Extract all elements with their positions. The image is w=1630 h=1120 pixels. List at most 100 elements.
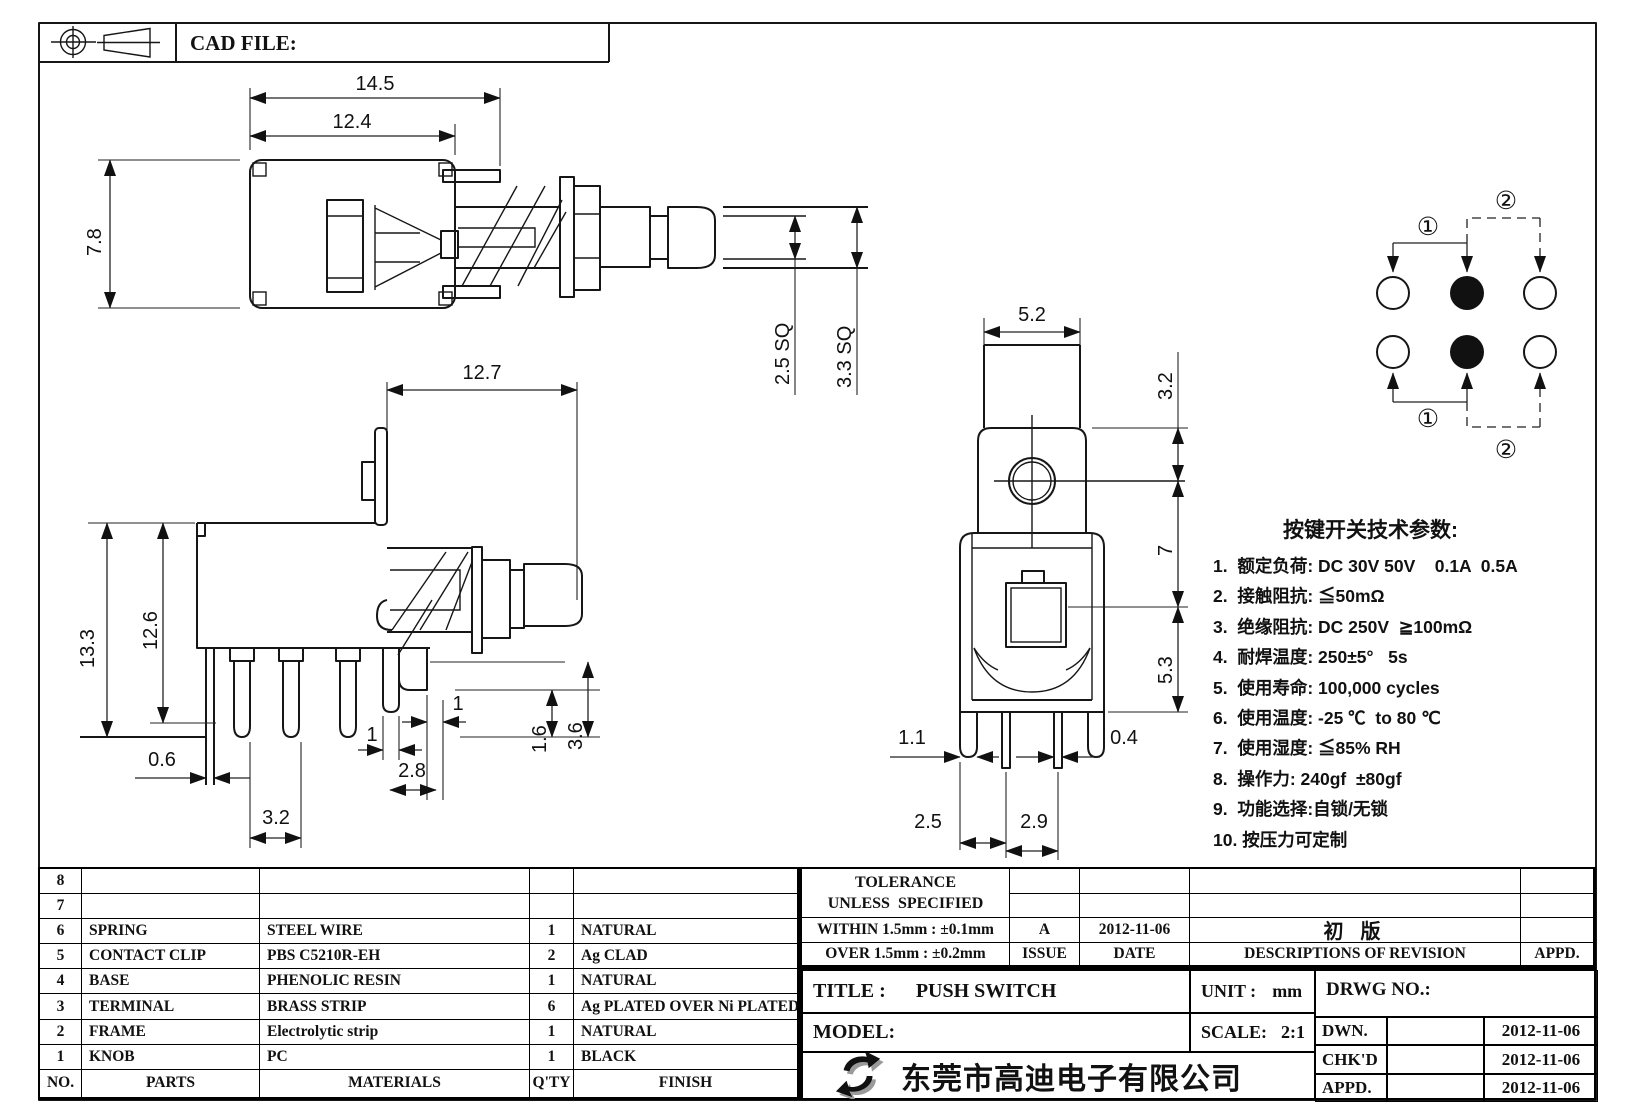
spec-item: 10. 按压力可定制 [1213,829,1348,850]
part-material [260,894,530,920]
part-name: FRAME [82,1019,260,1045]
part-qty: 1 [530,1044,574,1070]
model-label: MODEL: [813,1021,896,1043]
part-no: 2 [40,1019,82,1045]
col-header-no: NO. [40,1069,82,1098]
tolerance-within: WITHIN 1.5mm : ±0.1mm [802,918,1010,943]
pole1-top-label: ① [1417,213,1439,241]
pole2-bottom-label: ② [1495,436,1517,464]
circuit-diagram: ① ② ① ② [1376,187,1557,464]
sign-value [1387,1017,1484,1046]
dim-h-a: 1.6 [529,725,551,753]
rev-cell [1010,893,1080,918]
spec-item: 4. 耐焊温度: 250±5° 5s [1213,647,1408,668]
tolerance-note: TOLERANCE UNLESS SPECIFIED [802,869,1010,918]
dim-pin-pitch: 3.2 [262,807,290,829]
part-finish: Ag CLAD [574,944,798,970]
part-no: 5 [40,944,82,970]
model-row: MODEL: [802,1013,1190,1052]
left-view: 12.7 13.3 12.6 0.6 [77,362,600,848]
part-no: 1 [40,1044,82,1070]
part-qty: 1 [530,969,574,995]
dim-bush-sq: 3.3 SQ [834,326,856,388]
tolerance-revision-block: TOLERANCE UNLESS SPECIFIED WITHIN 1.5mm … [800,867,1596,968]
drwg-cell: DRWG NO.: [1315,970,1598,1017]
spec-list: 按键开关技术参数: 1. 额定负荷: DC 30V 50V 0.1A 0.5A … [1213,514,1613,855]
dim-pitch-b: 2.9 [1020,811,1048,833]
company-name: 东莞市高迪电子有限公司 [901,1063,1242,1096]
part-finish: Ag PLATED OVER Ni PLATED [574,994,798,1020]
spec-item: 1. 额定负荷: DC 30V 50V 0.1A 0.5A [1213,556,1518,576]
sign-value [1387,1073,1484,1102]
part-finish [574,869,798,895]
part-material: PBS C5210R-EH [260,944,530,970]
part-finish: NATURAL [574,969,798,995]
col-header-finish: FINISH [574,1069,798,1098]
spec-item: 9. 功能选择:自锁/无锁 [1213,799,1389,820]
dim-pin-w-b: 1 [452,693,463,715]
company-row: 东莞市高迪电子有限公司 [802,1052,1315,1100]
part-name: KNOB [82,1044,260,1070]
chkd-date: 2012-11-06 [1501,1049,1581,1069]
rev-cell [1190,869,1521,894]
dwn-date: 2012-11-06 [1501,1021,1581,1041]
sign-date: 2012-11-06 [1484,1073,1598,1102]
dim-plunger-height: 3.2 [1155,372,1177,400]
tolerance-over: OVER 1.5mm : ±0.2mm [802,942,1010,966]
part-no: 4 [40,969,82,995]
appd-label: APPD. [1322,1077,1372,1097]
part-finish: BLACK [574,1044,798,1070]
part-name: BASE [82,969,260,995]
part-qty: 1 [530,919,574,945]
part-name [82,869,260,895]
sign-label: APPD. [1315,1073,1387,1102]
spec-item: 7. 使用湿度: ≦85% RH [1213,738,1401,759]
rev-cell [1010,869,1080,894]
col-header-qty: Q'TY [530,1069,574,1098]
cad-file-label: CAD FILE: [190,31,297,55]
appd-date: 2012-11-06 [1501,1077,1581,1097]
part-qty [530,894,574,920]
part-name: SPRING [82,919,260,945]
unit-cell: UNIT : mm [1190,970,1315,1013]
col-header-materials: MATERIALS [260,1069,530,1098]
scale-value: 2:1 [1281,1022,1306,1042]
front-view: 5.2 1.1 0.4 2.5 [890,304,1188,860]
part-name: CONTACT CLIP [82,944,260,970]
spec-item: 6. 使用温度: -25 ℃ to 80 ℃ [1213,708,1441,729]
tolerance-title: TOLERANCE [854,874,957,891]
pole2-top-label: ② [1495,187,1517,215]
company-logo-icon [835,1053,884,1099]
title-row: TITLE : PUSH SWITCH [802,970,1190,1013]
dim-leg-width: 0.6 [148,749,176,771]
dim-shaft-sq: 2.5 SQ [772,323,794,385]
part-material: Electrolytic strip [260,1019,530,1045]
rev-cell [1521,893,1594,918]
sign-label: DWN. [1315,1017,1387,1046]
part-material: PHENOLIC RESIN [260,969,530,995]
scale-label: SCALE: [1201,1022,1268,1042]
part-finish: NATURAL [574,1019,798,1045]
part-no: 8 [40,869,82,895]
dim-h-b: 3.6 [565,722,587,750]
drwg-label: DRWG NO.: [1326,979,1431,1000]
rev-issue-value: A [1010,918,1080,943]
unit-label: UNIT : [1201,981,1257,1001]
rev-appd-label: APPD. [1521,942,1594,966]
part-qty [530,869,574,895]
sign-date: 2012-11-06 [1484,1017,1598,1046]
projection-symbol-icon [51,26,160,58]
part-name [82,894,260,920]
title-block: TITLE : PUSH SWITCH MODEL: 东莞市高迪电子有限公司 U… [800,968,1598,1102]
chkd-label: CHK'D [1322,1049,1378,1069]
rev-date-label: DATE [1080,942,1190,966]
dwn-label: DWN. [1322,1021,1368,1041]
dim-body-height: 7.8 [84,228,106,256]
sign-label: CHK'D [1315,1045,1387,1074]
dim-left-width: 12.7 [463,362,502,384]
part-finish [574,894,798,920]
part-material [260,869,530,895]
dim-front-body-h: 7 [1155,545,1177,556]
